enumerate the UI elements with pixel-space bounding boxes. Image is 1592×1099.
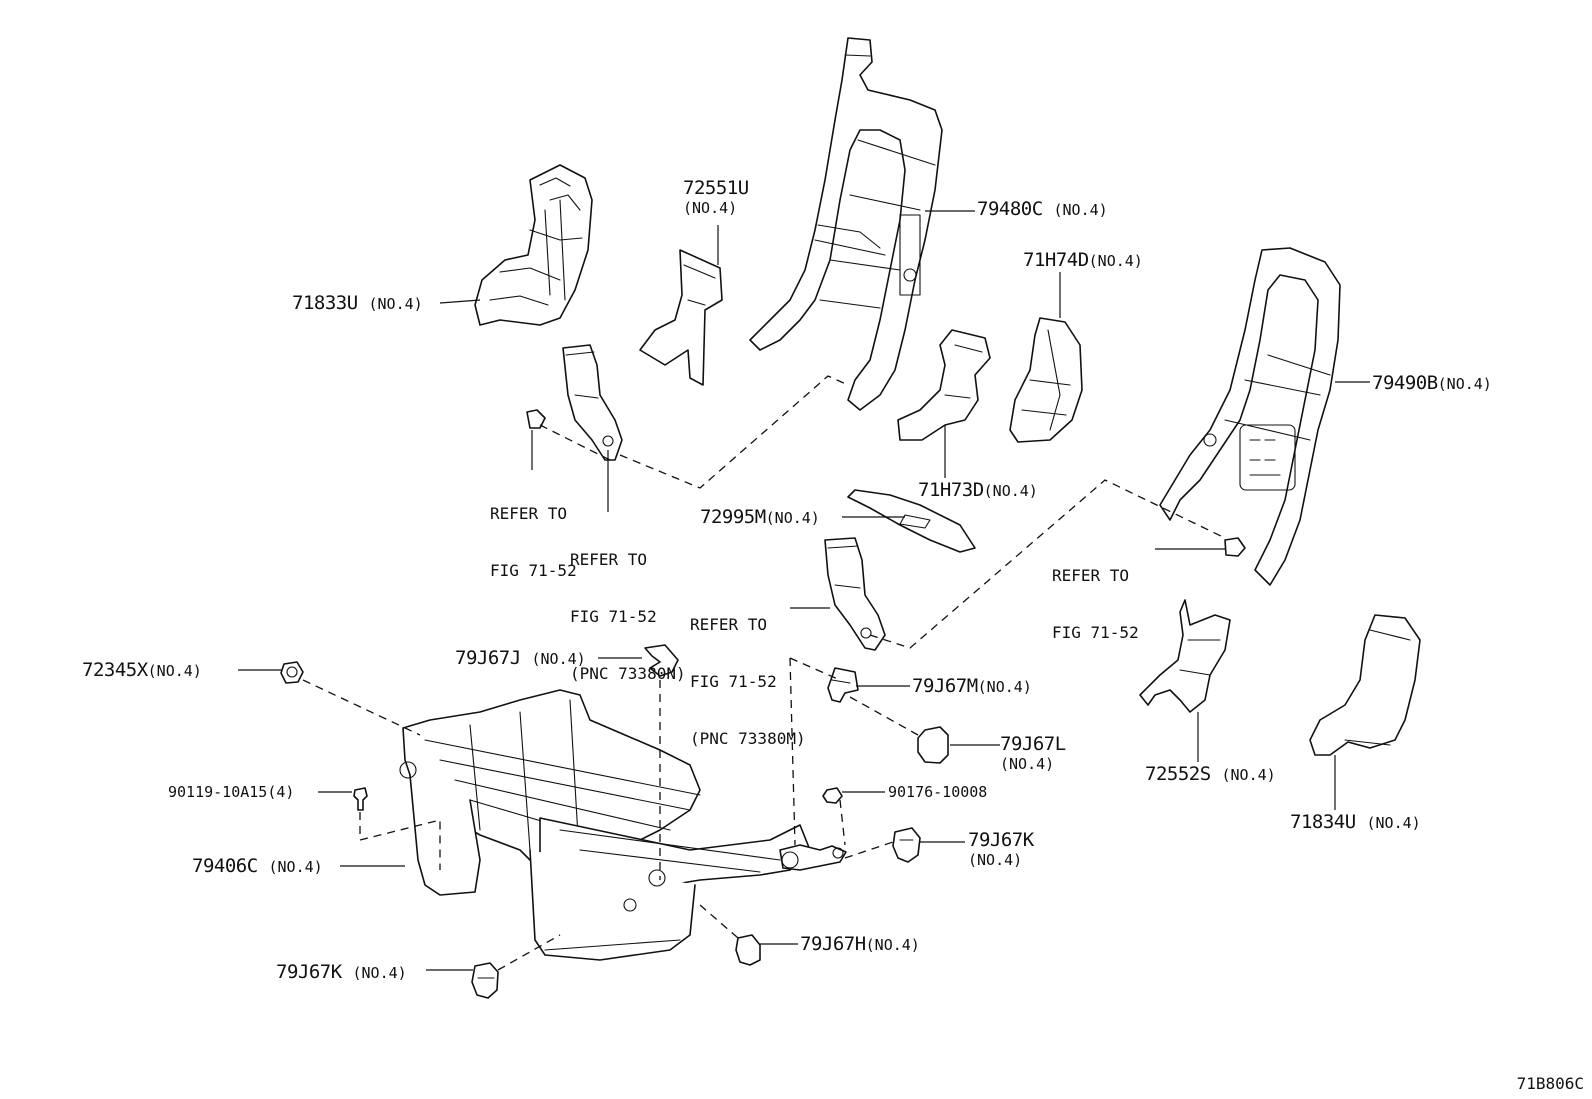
part-79j67h-cover [735,934,761,966]
part-71834u-cover [1309,614,1421,756]
callout-72995m: 72995M(NO.4) [700,506,820,528]
part-72552s-bracket [1139,599,1231,713]
part-79j67l-cover [917,726,949,764]
callout-72552s: 72552S (NO.4) [1145,763,1276,785]
part-90119-bolt [353,787,368,811]
callout-79j67k-left: 79J67K (NO.4) [276,961,407,983]
callout-72551u: 72551U(NO.4) [683,177,749,217]
part-79j67k-cover-right [892,827,921,863]
callout-90119-10a15: 90119-10A15(4) [168,783,295,801]
callout-71834u: 71834U (NO.4) [1290,811,1421,833]
part-seat-belt-buckle-upper [562,344,623,461]
leader-71833u [439,299,481,304]
part-72995m-pad [847,489,976,553]
callout-79j67k-right: 79J67K(NO.4) [968,829,1034,869]
part-72551u-bracket [639,249,723,386]
callout-71h74d: 71H74D(NO.4) [1023,249,1143,271]
callout-71833u: 71833U (NO.4) [292,292,423,314]
reference-note-upper-left: REFER TO FIG 71-52 [490,504,577,580]
part-79j67k-cover-left [471,962,499,999]
part-79406c-seat-frame [399,689,847,961]
callout-79j67h: 79J67H(NO.4) [800,933,920,955]
part-clip-upper [526,409,546,429]
reference-note-73380n: REFER TO FIG 71-52 (PNC 73380N) [570,550,686,683]
part-clip-right [1224,537,1246,557]
callout-72345x: 72345X(NO.4) [82,659,202,681]
figure-id: 71B806C [1516,1074,1584,1093]
callout-71h73d: 71H73D(NO.4) [918,479,1038,501]
callout-79480c: 79480C (NO.4) [977,198,1108,220]
part-79j67m-cover [827,667,859,703]
part-90176-nut [822,787,843,804]
callout-79j67l: 79J67L(NO.4) [1000,733,1066,773]
assembly-lines [302,375,1226,971]
part-seat-belt-buckle-lower [824,537,886,651]
callout-79490b: 79490B(NO.4) [1372,372,1492,394]
part-79490b-seatback-frame [1159,247,1341,586]
part-79480c-seatback-frame [749,37,943,411]
reference-leaders [531,430,1225,609]
callout-79j67m: 79J67M(NO.4) [912,675,1032,697]
part-71h74d-cover [1009,317,1083,443]
callout-79j67j: 79J67J (NO.4) [455,647,586,669]
part-71h73d-bracket [897,329,991,441]
part-79j67j-cover [644,644,679,677]
callout-90176-10008: 90176-10008 [888,783,988,801]
part-72345x-cap [280,661,304,684]
reference-note-right: REFER TO FIG 71-52 [1052,566,1139,642]
part-71833u-side-cover [474,164,593,326]
callout-79406c: 79406C (NO.4) [192,855,323,877]
reference-note-73380m: REFER TO FIG 71-52 (PNC 73380M) [690,615,806,748]
